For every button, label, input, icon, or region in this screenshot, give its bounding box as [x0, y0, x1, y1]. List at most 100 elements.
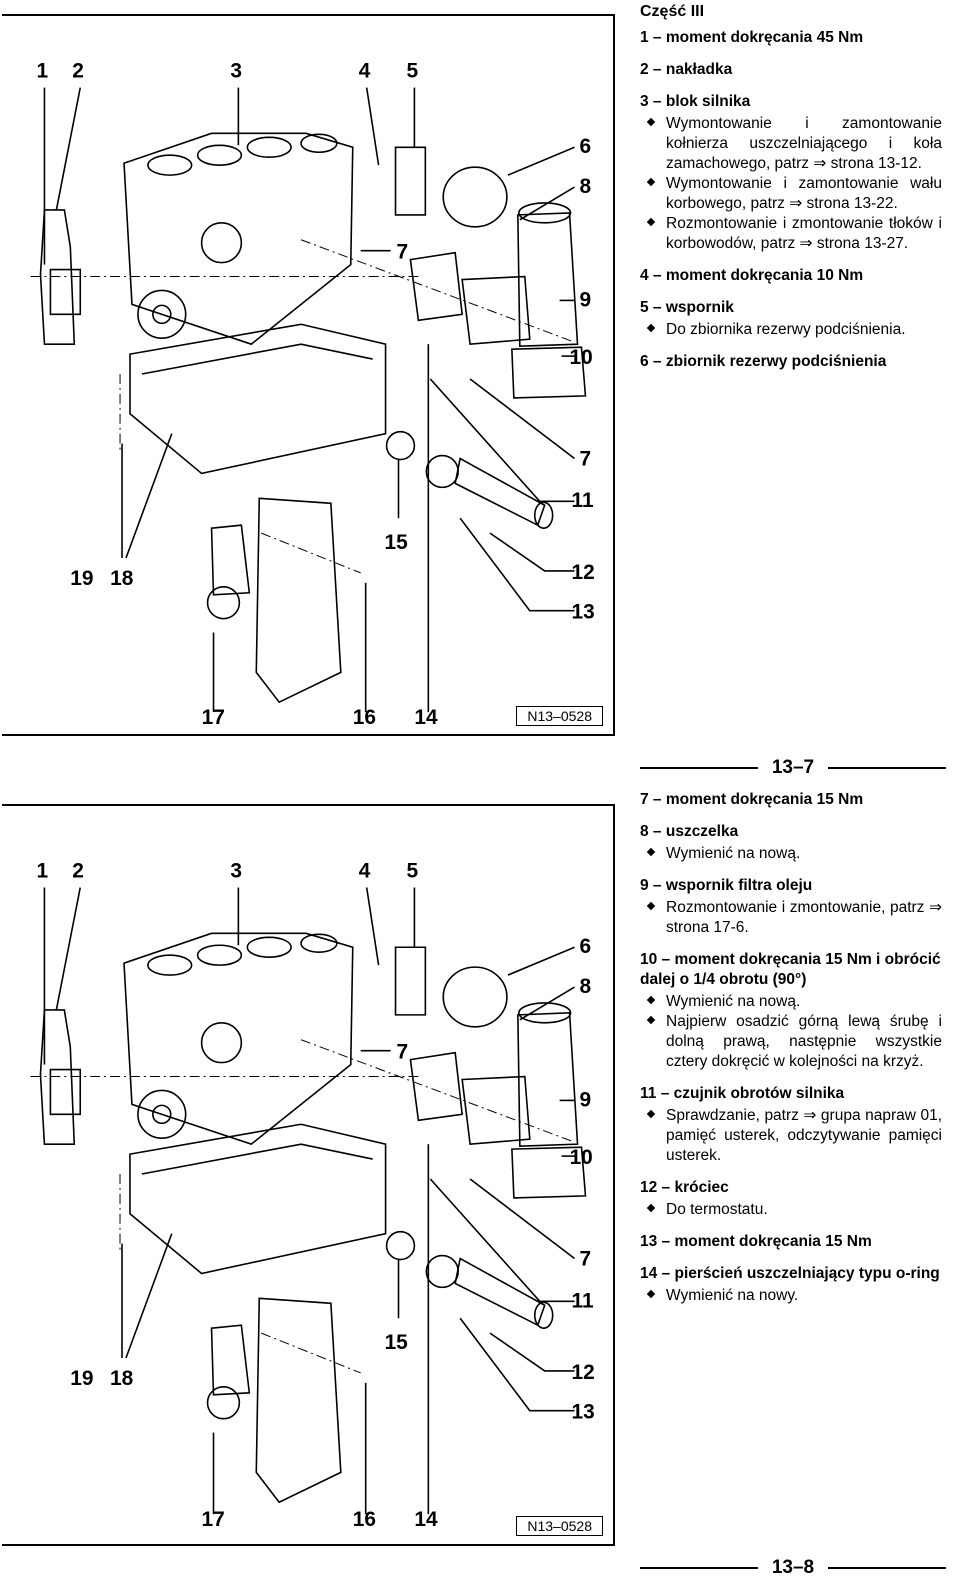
svg-text:4: 4: [359, 860, 371, 883]
svg-text:5: 5: [406, 860, 418, 883]
bullet-list: Wymienić na nową.: [640, 844, 942, 864]
page-number-top: 13–7: [640, 756, 946, 780]
legend-list: 7 – moment dokręcania 15 Nm 8 – uszczelka…: [640, 790, 942, 1306]
svg-text:10: 10: [570, 346, 593, 369]
svg-text:9: 9: [580, 1088, 592, 1111]
svg-text:11: 11: [572, 489, 594, 512]
diamond-bullet-icon: [646, 1109, 656, 1119]
engine-block-diagram: 1 2 3 4 5 6 8 7 9 10 7 11 15 12 13 19 18…: [30, 860, 595, 1531]
bullet-list: Wymienić na nowy.: [640, 1286, 942, 1306]
legend-item-title: 4 – moment dokręcania 10 Nm: [640, 267, 864, 284]
svg-text:12: 12: [572, 561, 595, 584]
svg-text:3: 3: [230, 860, 242, 883]
svg-text:8: 8: [579, 175, 591, 198]
diamond-bullet-icon: [646, 1289, 656, 1299]
svg-text:10: 10: [570, 1146, 593, 1169]
svg-text:7: 7: [397, 1041, 409, 1064]
bullet-text: Rozmontowanie i zmontowanie tłoków i kor…: [666, 215, 942, 252]
bullet-text: Sprawdzanie, patrz ⇒ grupa napraw 01, pa…: [666, 1107, 942, 1164]
page-13-8: 13–7: [0, 757, 960, 1585]
exploded-view-figure: 1 2 3 4 5 6 8 7 9 10 7 11 15 12 13 19 18…: [2, 14, 615, 736]
svg-text:4: 4: [359, 60, 371, 83]
svg-text:8: 8: [580, 975, 592, 998]
bullet-item: Wymienić na nową.: [640, 992, 942, 1012]
svg-text:7: 7: [397, 241, 409, 264]
bullet-list: Sprawdzanie, patrz ⇒ grupa napraw 01, pa…: [640, 1106, 942, 1166]
bullet-item: Wymontowanie i zamontowanie kołnierza us…: [640, 114, 942, 174]
legend-column: Część III 1 – moment dokręcania 45 Nm 2 –…: [640, 2, 942, 384]
svg-text:13: 13: [572, 1401, 595, 1424]
bullet-item: Sprawdzanie, patrz ⇒ grupa napraw 01, pa…: [640, 1106, 942, 1166]
legend-item-title: 11 – czujnik obrotów silnika: [640, 1085, 845, 1102]
svg-text:3: 3: [230, 60, 242, 83]
exploded-view-figure: 1 2 3 4 5 6 8 7 9 10 7 11 15 12 13 19 18…: [2, 804, 615, 1546]
legend-item-title: 9 – wspornik filtra oleju: [640, 877, 813, 894]
diamond-bullet-icon: [646, 177, 656, 187]
svg-text:19: 19: [70, 1367, 93, 1390]
svg-text:2: 2: [72, 60, 84, 83]
legend-item-title: 3 – blok silnika: [640, 93, 751, 110]
legend-item-title: 2 – nakładka: [640, 61, 733, 78]
diamond-bullet-icon: [646, 1203, 656, 1213]
legend-item-title: 13 – moment dokręcania 15 Nm: [640, 1233, 872, 1250]
bullet-item: Do zbiornika rezerwy podciśnienia.: [640, 320, 942, 340]
bullet-item: Rozmontowanie i zmontowanie tłoków i kor…: [640, 214, 942, 254]
bullet-text: Do termostatu.: [666, 1201, 768, 1218]
page-number-bottom: 13–8: [640, 1556, 946, 1580]
legend-item: 4 – moment dokręcania 10 Nm: [640, 266, 942, 286]
svg-text:6: 6: [580, 935, 592, 958]
bullet-list: Rozmontowanie i zmontowanie, patrz ⇒ str…: [640, 898, 942, 938]
diamond-bullet-icon: [646, 1015, 656, 1025]
svg-text:7: 7: [580, 1248, 592, 1271]
legend-item-title: 6 – zbiornik rezerwy podciśnienia: [640, 353, 887, 370]
legend-item: 6 – zbiornik rezerwy podciśnienia: [640, 352, 942, 372]
bullet-item: Wymienić na nowy.: [640, 1286, 942, 1306]
part-title: Część III: [640, 3, 705, 20]
bullet-item: Do termostatu.: [640, 1200, 942, 1220]
legend-list: 1 – moment dokręcania 45 Nm 2 – nakładka 3…: [640, 28, 942, 372]
svg-text:12: 12: [572, 1361, 595, 1384]
legend-column: 7 – moment dokręcania 15 Nm 8 – uszczelka…: [640, 790, 942, 1318]
diamond-bullet-icon: [646, 217, 656, 227]
legend-item-title: 5 – wspornik: [640, 299, 734, 316]
bullet-list: Wymienić na nową. Najpierw osadzić górną …: [640, 992, 942, 1072]
bullet-item: Wymontowanie i zamontowanie wału korbowe…: [640, 174, 942, 214]
bullet-text: Wymontowanie i zamontowanie wału korbowe…: [666, 175, 942, 212]
svg-text:6: 6: [579, 135, 591, 158]
svg-text:18: 18: [110, 567, 133, 590]
svg-text:17: 17: [202, 1508, 225, 1531]
bullet-text: Najpierw osadzić górną lewą śrubę i doln…: [666, 1013, 942, 1070]
legend-item-title: 1 – moment dokręcania 45 Nm: [640, 29, 864, 46]
svg-text:9: 9: [579, 288, 591, 311]
legend-item: 2 – nakładka: [640, 60, 942, 80]
legend-item: 7 – moment dokręcania 15 Nm: [640, 790, 942, 810]
svg-text:16: 16: [353, 1508, 376, 1531]
bullet-text: Do zbiornika rezerwy podciśnienia.: [666, 321, 906, 338]
engine-block-diagram: 1 2 3 4 5 6 8 7 9 10 7 11 15 12 13 19 18…: [30, 60, 595, 729]
svg-text:15: 15: [385, 1331, 409, 1354]
svg-text:15: 15: [385, 531, 409, 554]
diamond-bullet-icon: [646, 323, 656, 333]
legend-item: 14 – pierścień uszczelniający typu o-rin…: [640, 1264, 942, 1306]
diamond-bullet-icon: [646, 995, 656, 1005]
bullet-text: Wymienić na nowy.: [666, 1287, 799, 1304]
legend-item-title: 8 – uszczelka: [640, 823, 739, 840]
bullet-text: Wymienić na nową.: [666, 845, 801, 862]
svg-text:16: 16: [353, 706, 376, 729]
bullet-list: Do zbiornika rezerwy podciśnienia.: [640, 320, 942, 340]
bullet-text: Wymienić na nową.: [666, 993, 801, 1010]
diamond-bullet-icon: [646, 847, 656, 857]
diamond-bullet-icon: [646, 117, 656, 127]
svg-text:2: 2: [72, 860, 84, 883]
bullet-list: Do termostatu.: [640, 1200, 942, 1220]
bullet-list: Wymontowanie i zamontowanie kołnierza us…: [640, 114, 942, 254]
diamond-bullet-icon: [646, 901, 656, 911]
svg-text:17: 17: [202, 706, 225, 729]
bullet-text: Rozmontowanie i zmontowanie, patrz ⇒ str…: [666, 899, 942, 936]
svg-text:5: 5: [406, 60, 418, 83]
bullet-text: Wymontowanie i zamontowanie kołnierza us…: [666, 115, 942, 172]
